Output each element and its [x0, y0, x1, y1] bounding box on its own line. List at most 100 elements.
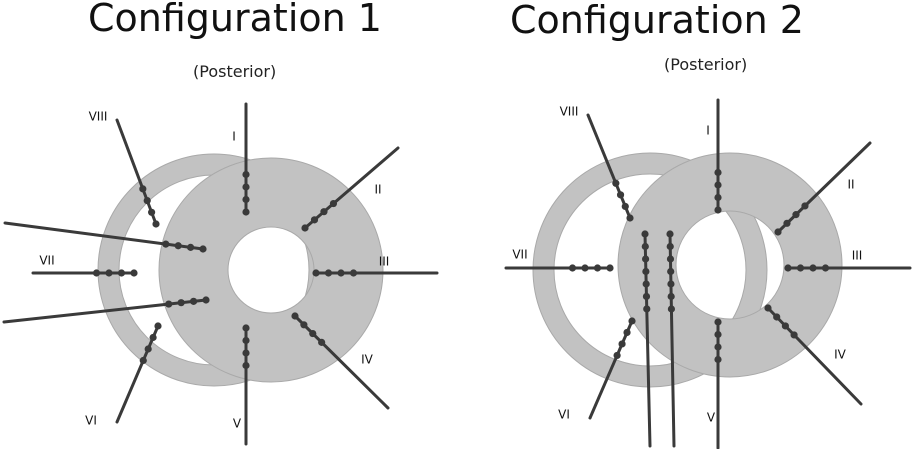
configuration-1-extra-lead-2-contact [165, 300, 173, 308]
configuration-1-electrode-8-contact [139, 185, 147, 193]
configuration-2-extra-lead-2-contact [667, 305, 676, 313]
configuration-2-electrode-6-contact [628, 317, 636, 325]
configuration-1-electrode-label-ii: II [374, 183, 381, 197]
configuration-2-extra-lead-2-contact [666, 255, 675, 263]
configuration-1-extra-lead-1-contact [162, 240, 170, 248]
configuration-2-ring-2 [617, 152, 843, 378]
configuration-1-electrode-6-contact [154, 322, 162, 330]
configuration-1-electrode-3-contact [324, 269, 333, 277]
configuration-1-electrode-7-contact [105, 269, 113, 277]
configuration-2-electrode-7-contact [568, 264, 577, 272]
configuration-2-electrode-label-vi: VI [558, 408, 570, 422]
configuration-1-electrode-6-lead [115, 324, 160, 424]
configuration-1-electrode-6-contact [144, 345, 152, 353]
configuration-1-title: Configuration 1 [88, 0, 382, 40]
configuration-2-extra-lead-1-contact [641, 242, 649, 251]
configuration-2-electrode-3-contact [796, 264, 805, 272]
configuration-2-electrode-label-iv: IV [834, 348, 847, 362]
configuration-1-electrode-8-contact [148, 208, 156, 216]
configuration-2-electrode-1-contact [714, 206, 722, 214]
configuration-2-electrode-8-contact [621, 202, 629, 211]
configuration-2-extra-lead-1-contact [642, 292, 651, 301]
configuration-2-title: Configuration 2 [510, 0, 804, 42]
configuration-2-extra-lead-2-contact [666, 242, 674, 251]
configuration-1-electrode-label-vii: VII [39, 254, 54, 268]
configuration-1-electrode-label-v: V [233, 417, 242, 431]
configuration-1-electrode-5-contact [242, 349, 250, 357]
configuration-1-electrode-5-contact [242, 324, 250, 332]
configuration-2-electrode-6-contact [623, 328, 631, 337]
configuration-2-electrode-8-contact [612, 179, 620, 187]
configuration-1-electrode-8-contact [143, 196, 151, 205]
configuration-2-extra-lead-1-contact [642, 267, 650, 276]
configuration-2-electrode-6-lead [588, 319, 634, 420]
configuration-2-electrode-4-contact [773, 313, 781, 321]
configuration-1-electrode-1-contact [242, 170, 250, 179]
configuration-1-extra-lead-1-contact [187, 243, 195, 251]
configuration-1-electrode-7-contact [130, 269, 138, 277]
configuration-1-electrode-4-contact [291, 312, 299, 320]
configuration-1-electrode-4-contact [309, 329, 317, 338]
configuration-1-electrode-2-contact [301, 224, 309, 232]
configuration-1-extra-lead-1-lead [3, 221, 205, 251]
configuration-1-electrode-7-contact [92, 269, 101, 277]
configuration-2-extra-lead-1-contact [641, 230, 649, 238]
configuration-1-ring-2 [158, 157, 384, 383]
configuration-2-electrode-8-contact [626, 214, 634, 222]
configuration-2-electrode-8-lead [586, 113, 632, 220]
configuration-1-electrode-5-contact [242, 336, 250, 345]
configuration-2-electrode-4-contact [764, 304, 772, 312]
configuration-2-ring-1 [532, 152, 768, 388]
configuration-1-electrode-1-contact [242, 183, 250, 191]
configuration-2-extra-lead-2-contact [667, 267, 675, 276]
configuration-2-electrode-label-vii: VII [512, 248, 527, 262]
configuration-1-extra-lead-1-contact [174, 242, 182, 250]
configuration-1-electrode-8-contact [152, 220, 160, 228]
configuration-1-extra-lead-1-contact [199, 245, 207, 253]
configuration-2-electrode-7-contact [581, 264, 589, 272]
configuration-2-electrode-5-contact [714, 330, 722, 339]
configuration-1-electrode-4-contact [318, 338, 326, 346]
configuration-2-electrode-5-contact [714, 343, 722, 351]
configuration-1-electrode-1-contact [242, 195, 250, 204]
configuration-1-electrode-2-contact [329, 199, 338, 208]
configuration-2-electrode-1-contact [714, 168, 722, 177]
configuration-2-electrode-2-contact [774, 228, 782, 236]
configuration-1-electrode-label-viii: VIII [89, 110, 108, 124]
configuration-1-electrode-3-contact [349, 269, 358, 277]
configuration-2-electrode-2-contact [801, 202, 809, 210]
configuration-2-electrode-7-contact [593, 264, 602, 272]
configuration-2-extra-lead-1-contact [643, 305, 651, 313]
configuration-2-electrode-label-v: V [707, 411, 716, 425]
configuration-2-electrode-label-i: I [706, 124, 710, 138]
configuration-1-electrode-1-contact [242, 208, 250, 216]
configuration-2-extra-lead-2-contact [666, 230, 674, 238]
configuration-2-electrode-6-contact [613, 351, 621, 360]
configuration-2-electrode-8-contact [616, 191, 625, 199]
configuration-1-electrode-8-lead [115, 118, 158, 226]
configuration-1-extra-lead-2-contact [177, 299, 185, 307]
configuration-2-electrode-1-contact [714, 181, 722, 189]
configuration-2-electrode-label-ii: II [847, 178, 854, 192]
configuration-2-electrode-5-contact [714, 355, 722, 364]
configuration-2-subtitle: (Posterior) [664, 55, 748, 74]
configuration-2-electrode-7-contact [606, 264, 614, 272]
configuration-1-electrode-4-contact [300, 321, 308, 329]
configuration-2-electrode-2-contact [792, 211, 800, 219]
configuration-2-extra-lead-1-contact [642, 280, 650, 288]
configuration-2-electrode-3-contact [821, 264, 830, 272]
configuration-1-electrode-3-contact [337, 269, 345, 277]
configuration-2-electrode-4-contact [781, 322, 789, 330]
configuration-2-electrode-6-contact [618, 340, 626, 348]
configuration-1-electrode-3-contact [312, 269, 320, 277]
configuration-1-electrode-7-contact [117, 269, 126, 277]
configuration-1-electrode-6-contact [139, 356, 147, 365]
configuration-1-electrode-5-contact [242, 361, 250, 370]
configuration-1-extra-lead-2-contact [202, 296, 210, 304]
configuration-2-extra-lead-1-contact [641, 255, 650, 263]
configuration-1-electrode-label-vi: VI [85, 414, 97, 428]
configuration-2-electrode-label-iii: III [852, 249, 863, 263]
configuration-2-electrode-3-contact [809, 264, 817, 272]
configuration-1-subtitle: (Posterior) [193, 62, 277, 81]
